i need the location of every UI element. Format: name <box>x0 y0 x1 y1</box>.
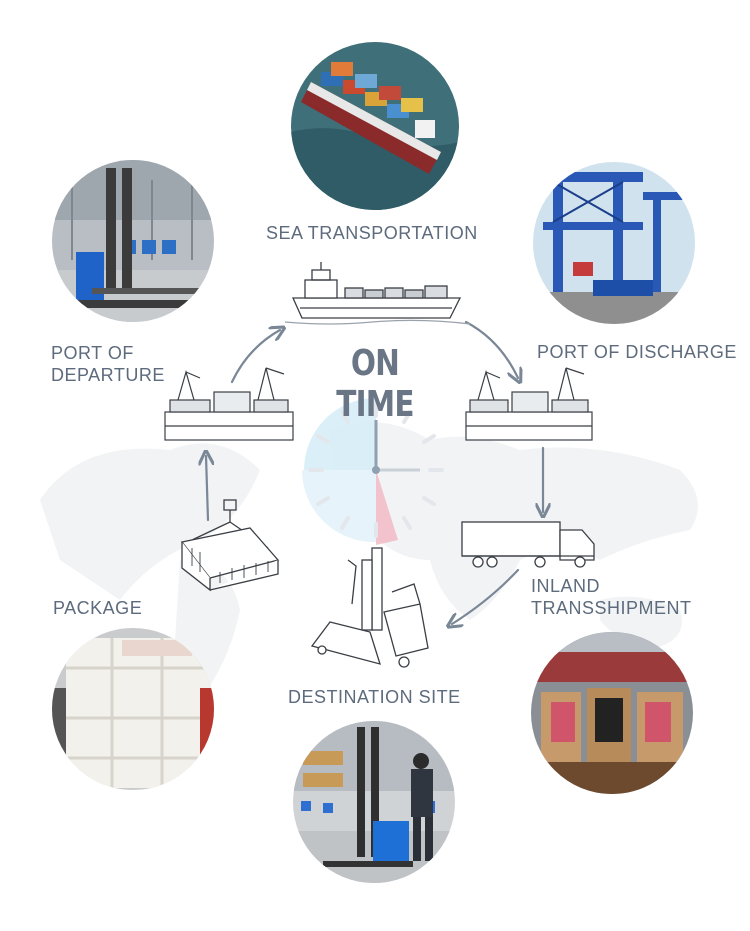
container-sketch-icon <box>180 499 280 592</box>
arrow-sea-to-discharge <box>464 320 518 378</box>
label-port-of-departure: PORT OF DEPARTURE <box>51 342 165 386</box>
label-departure-line-1: PORT OF <box>51 343 134 363</box>
clock-face <box>302 398 444 545</box>
label-inland-transshipment: INLAND TRANSSHIPMENT <box>531 575 692 619</box>
label-sea-transportation: SEA TRANSPORTATION <box>266 223 478 243</box>
on-time-headline: ON TIME <box>336 343 414 425</box>
inland-transshipment-photo <box>531 632 693 794</box>
arrow-package-to-departure <box>206 456 208 522</box>
arrow-truck-to-destination <box>452 568 520 624</box>
ship-sketch-icon <box>284 262 471 325</box>
label-destination-site: DESTINATION SITE <box>288 687 461 707</box>
label-departure-line-2: DEPARTURE <box>51 365 165 385</box>
discharge-port-sketch-icon <box>465 367 593 441</box>
departure-port-sketch-icon <box>164 367 294 441</box>
sea-transportation-photo <box>291 42 459 210</box>
package-photo <box>52 628 214 790</box>
label-port-of-discharge: PORT OF DISCHARGE <box>537 342 737 362</box>
truck-sketch-icon <box>461 521 595 568</box>
port-of-discharge-photo <box>533 162 695 324</box>
stacker-sketch-icon <box>310 547 429 668</box>
label-package: PACKAGE <box>53 598 143 618</box>
port-of-departure-photo <box>52 160 214 322</box>
arrow-departure-to-sea <box>230 330 280 384</box>
destination-site-photo <box>293 721 455 883</box>
label-inland-line-2: TRANSSHIPMENT <box>531 598 692 618</box>
label-inland-line-1: INLAND <box>531 576 601 596</box>
